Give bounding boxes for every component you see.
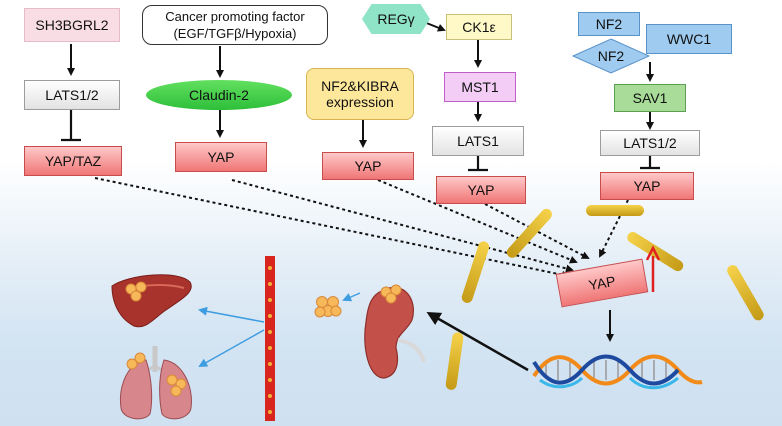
node-yap-taz: YAP/TAZ xyxy=(24,146,122,176)
node-cancer-promoting-factor: Cancer promoting factor (EGF/TGFβ/Hypoxi… xyxy=(142,5,328,45)
nf2-kibra-line2: expression xyxy=(326,94,394,110)
blood-vessel-icon xyxy=(265,256,275,421)
tumor-cells-icon xyxy=(314,296,342,318)
node-nf2-diamond: NF2 xyxy=(572,38,650,74)
metastasis-arrows xyxy=(198,292,361,367)
node-reg-gamma: REGγ xyxy=(362,4,430,34)
dna-helix-icon xyxy=(532,354,703,390)
inhibition-lines xyxy=(61,110,660,172)
node-lats1: LATS1 xyxy=(432,126,524,156)
liver-icon xyxy=(111,274,192,328)
node-lats12-right: LATS1/2 xyxy=(600,130,700,156)
up-arrow-icon xyxy=(645,245,661,292)
dotted-arrows xyxy=(94,177,629,279)
node-yap-lats1: YAP xyxy=(436,176,526,204)
node-mst1: MST1 xyxy=(444,72,516,102)
cancer-factor-line2: (EGF/TGFβ/Hypoxia) xyxy=(173,26,297,41)
node-nf2-top: NF2 xyxy=(578,12,640,36)
golden-rods xyxy=(445,205,764,390)
node-sav1: SAV1 xyxy=(614,84,686,112)
lungs-icon xyxy=(119,346,192,420)
diamond-shape xyxy=(572,38,650,74)
node-nf2-kibra: NF2&KIBRA expression xyxy=(306,68,414,120)
node-yap-nf2kibra: YAP xyxy=(322,152,414,180)
nf2-kibra-line1: NF2&KIBRA xyxy=(321,78,399,94)
node-yap-right: YAP xyxy=(600,172,694,200)
node-wwc1: WWC1 xyxy=(646,24,732,54)
node-sh3bgrl2: SH3BGRL2 xyxy=(24,8,120,42)
node-ck1e: CK1ε xyxy=(446,14,512,40)
node-lats12-left: LATS1/2 xyxy=(24,80,120,110)
node-yap-claudin: YAP xyxy=(175,142,267,172)
cancer-factor-line1: Cancer promoting factor xyxy=(165,9,305,24)
node-claudin2: Claudin-2 xyxy=(146,80,292,110)
kidney-icon xyxy=(364,284,426,379)
dna-to-kidney-arrow xyxy=(426,312,529,372)
activation-arrows xyxy=(67,21,654,342)
nf2-diamond-label: NF2 xyxy=(597,48,625,64)
